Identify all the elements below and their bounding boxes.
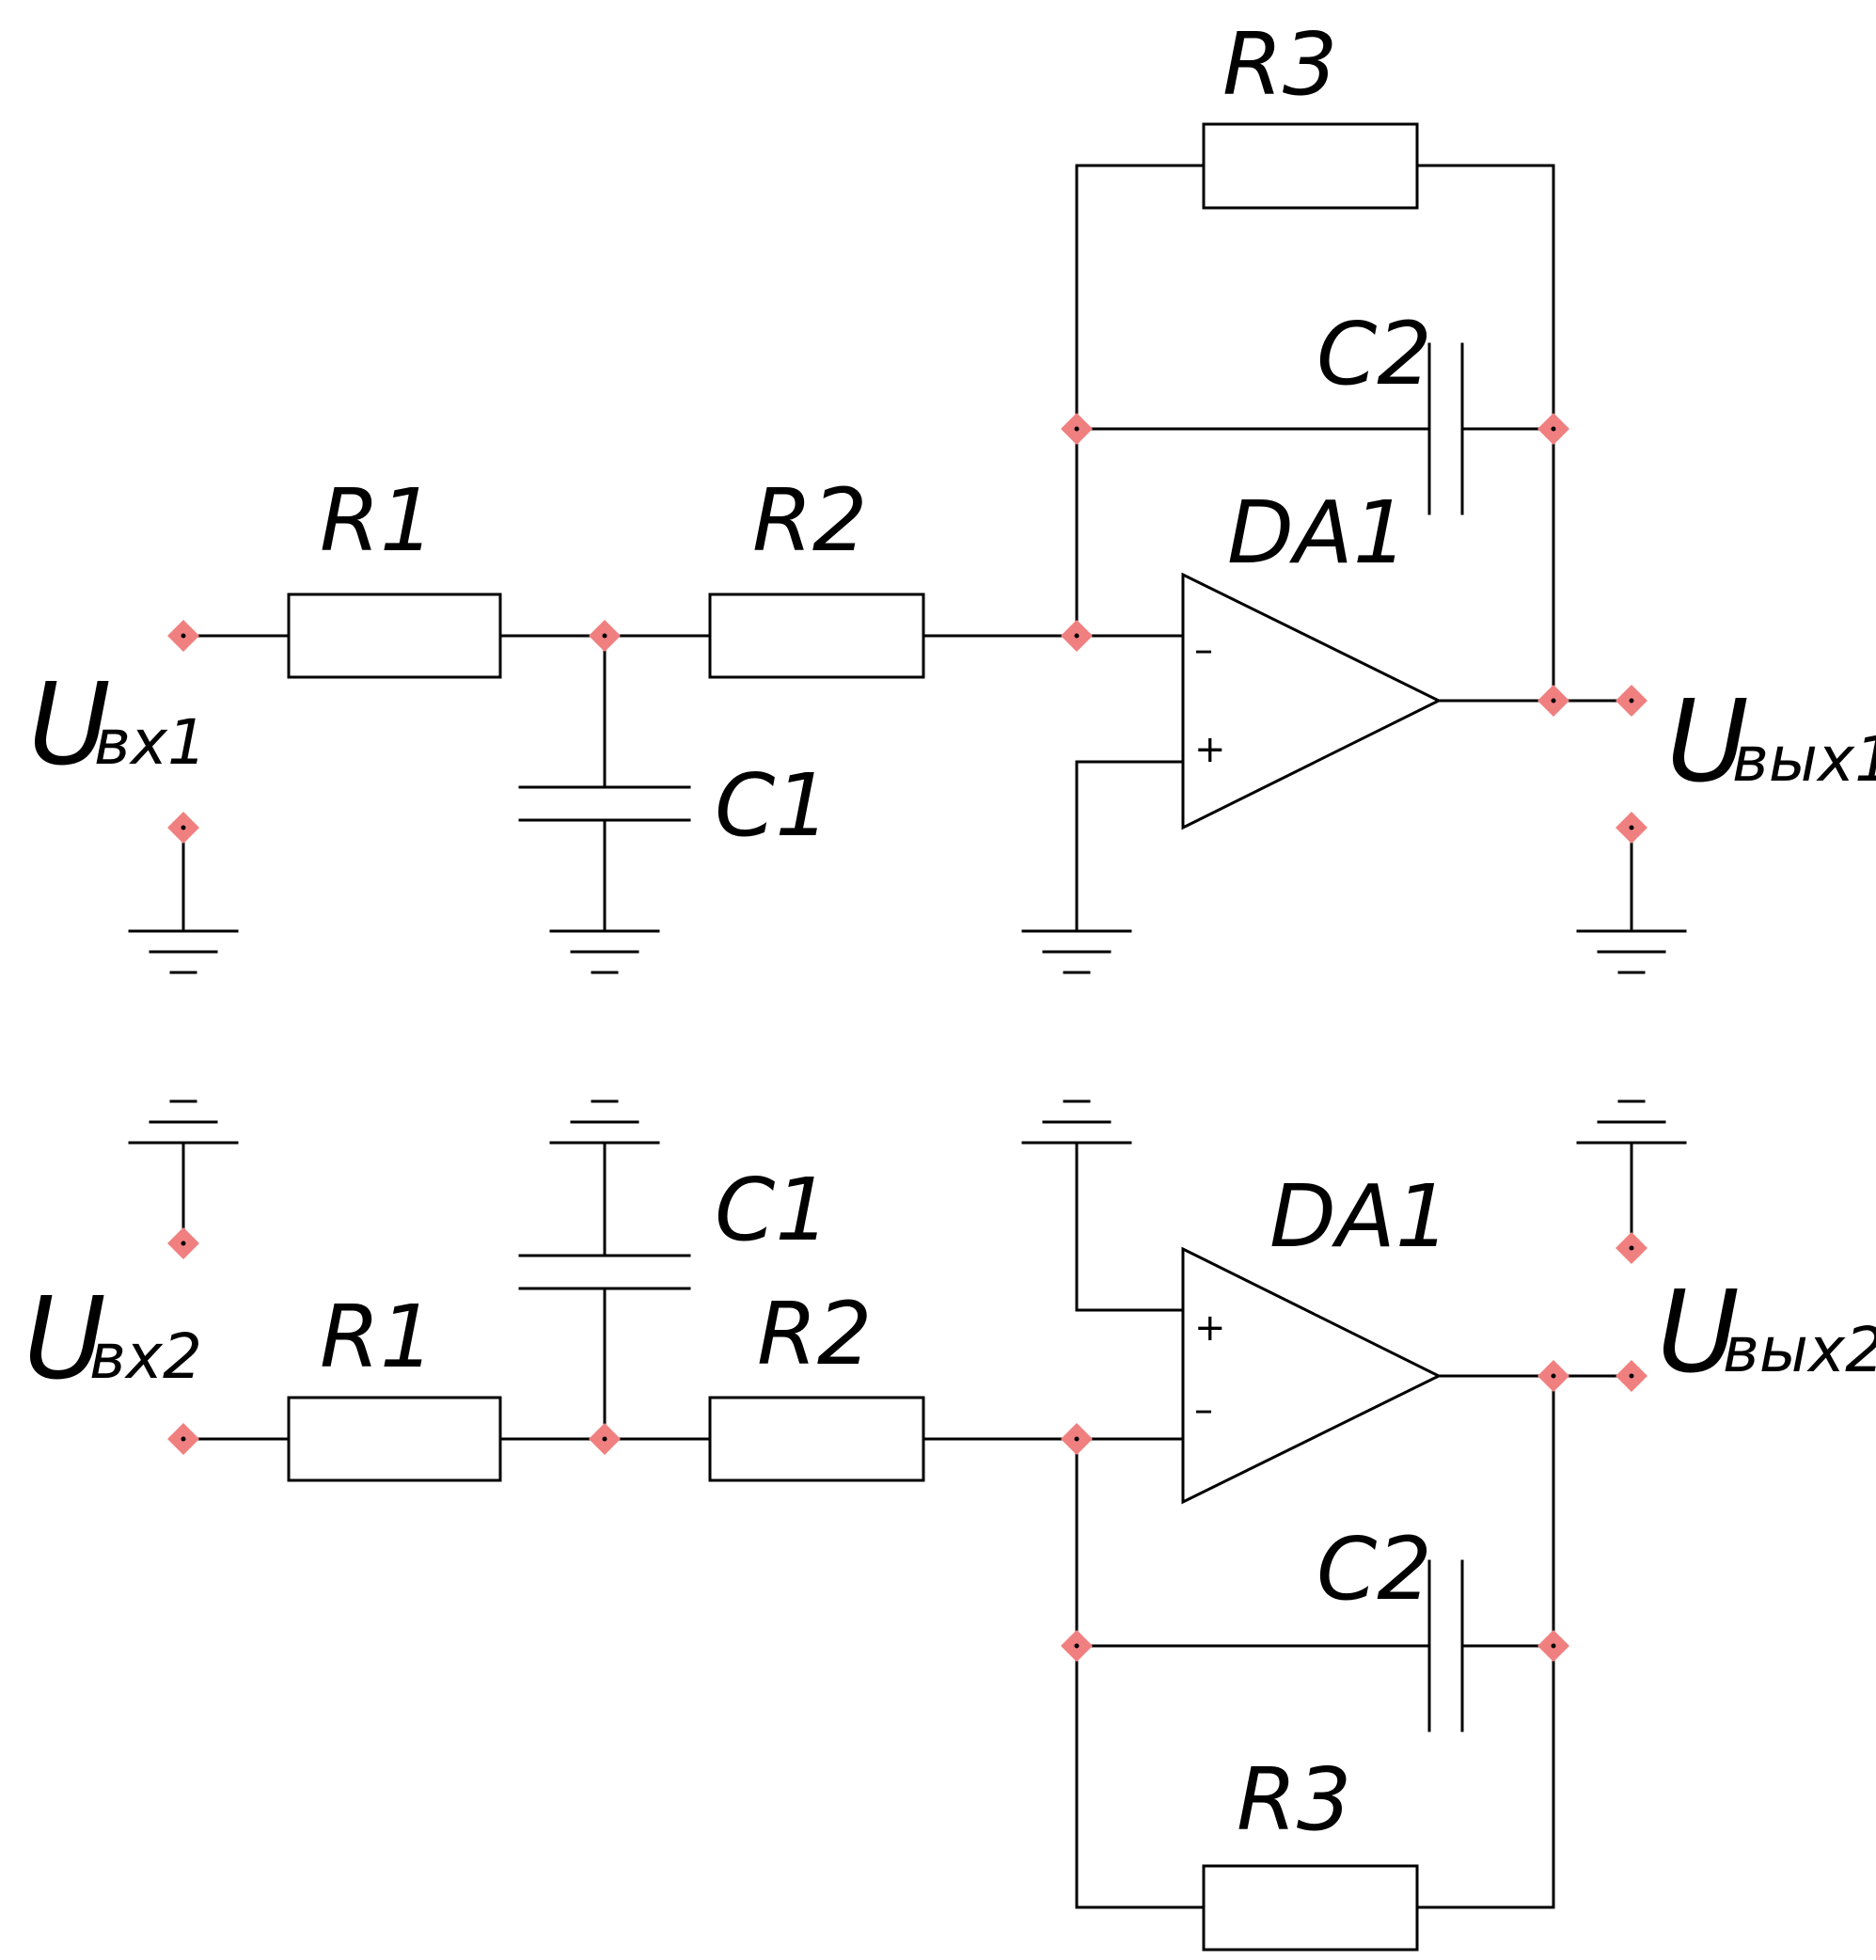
label-r1-2: R1 — [320, 1287, 434, 1387]
label-c2-2: C2 — [1316, 1519, 1432, 1620]
output-voltage-sub-2: вых2 — [1723, 1314, 1876, 1386]
ground-symbol-in-1 — [128, 929, 239, 974]
node-output-2[interactable] — [1616, 1360, 1647, 1392]
node-output-ground-2[interactable] — [1616, 1232, 1647, 1264]
noninverting-sign-1: + — [1194, 728, 1226, 771]
label-r2-1: R2 — [752, 470, 867, 571]
wire-noninv-ground-2 — [1075, 1141, 1185, 1312]
ground-symbol-in-2 — [128, 1099, 239, 1145]
label-opamp-2: DA1 — [1269, 1166, 1450, 1267]
node-markers-1 — [167, 413, 1647, 844]
resistor-r1-2 — [287, 1396, 502, 1482]
node-output-ground-1[interactable] — [1616, 812, 1647, 844]
wire-noninv-ground-1 — [1075, 760, 1185, 933]
label-opamp-1: DA1 — [1227, 482, 1408, 583]
resistor-r3-2 — [1202, 1864, 1419, 1952]
input-voltage-sub-2: вх2 — [89, 1320, 202, 1393]
ground-symbol-out-2 — [1576, 1099, 1687, 1145]
node-output-1[interactable] — [1616, 685, 1647, 717]
node-input-2[interactable] — [167, 1423, 199, 1455]
ground-symbol-out-1 — [1576, 929, 1687, 974]
node-inverting-1[interactable] — [1061, 620, 1093, 652]
input-voltage-main-2: U — [24, 1274, 106, 1405]
node-c2-right-1[interactable] — [1537, 413, 1569, 445]
capacitor-c2-2 — [1427, 1559, 1464, 1732]
opamp-da1-2 — [1181, 1246, 1442, 1505]
output-voltage-main-2: U — [1657, 1268, 1740, 1399]
output-voltage-sub-1: вых1 — [1732, 723, 1876, 796]
node-c2-left-2[interactable] — [1061, 1630, 1093, 1662]
ground-symbol-c1-2 — [549, 1099, 660, 1145]
node-opamp-out-2[interactable] — [1537, 1360, 1569, 1392]
capacitor-c1-1 — [518, 785, 691, 822]
noninverting-sign-2: + — [1194, 1306, 1226, 1350]
node-c2-right-2[interactable] — [1537, 1630, 1569, 1662]
label-output-voltage-1: U вых1 — [1666, 677, 1876, 808]
label-c1-2: C1 — [715, 1160, 830, 1260]
label-r2-2: R2 — [757, 1284, 872, 1384]
node-input-ground-2[interactable] — [167, 1227, 199, 1259]
node-input-ground-1[interactable] — [167, 812, 199, 844]
capacitor-c2-1 — [1427, 342, 1464, 515]
label-r3-1: R3 — [1222, 14, 1337, 115]
input-voltage-sub-1: вх1 — [94, 706, 207, 779]
circuit-2: + – — [24, 1099, 1876, 1952]
label-input-voltage-2: U вх2 — [24, 1274, 202, 1405]
opamp-da1-1 — [1181, 572, 1442, 830]
node-c2-left-1[interactable] — [1061, 413, 1093, 445]
ground-symbol-opamp-1 — [1021, 929, 1132, 974]
node-opamp-out-1[interactable] — [1537, 685, 1569, 717]
label-c2-1: C2 — [1316, 304, 1432, 404]
node-markers-2 — [167, 1227, 1647, 1662]
capacitor-c1-2 — [518, 1254, 691, 1290]
resistor-r2-1 — [708, 593, 925, 679]
label-c1-1: C1 — [715, 755, 830, 856]
label-input-voltage-1: U вх1 — [28, 660, 207, 791]
resistor-r1-1 — [287, 593, 502, 679]
node-input-1[interactable] — [167, 620, 199, 652]
ground-symbol-c1-1 — [549, 929, 660, 974]
resistor-r3-1 — [1202, 122, 1419, 210]
label-r1-1: R1 — [320, 470, 434, 571]
inverting-sign-1: – — [1194, 628, 1213, 672]
input-voltage-main-1: U — [28, 660, 111, 791]
node-r1-r2-1[interactable] — [589, 620, 621, 652]
inverting-sign-2: – — [1194, 1388, 1213, 1431]
label-output-voltage-2: U вых2 — [1657, 1268, 1876, 1399]
resistor-r2-2 — [708, 1396, 925, 1482]
node-inverting-2[interactable] — [1061, 1423, 1093, 1455]
node-r1-r2-2[interactable] — [589, 1423, 621, 1455]
label-r3-2: R3 — [1237, 1749, 1351, 1850]
ground-symbol-opamp-2 — [1021, 1099, 1132, 1145]
circuit-1: – + — [28, 14, 1876, 974]
output-voltage-main-1: U — [1666, 677, 1749, 808]
